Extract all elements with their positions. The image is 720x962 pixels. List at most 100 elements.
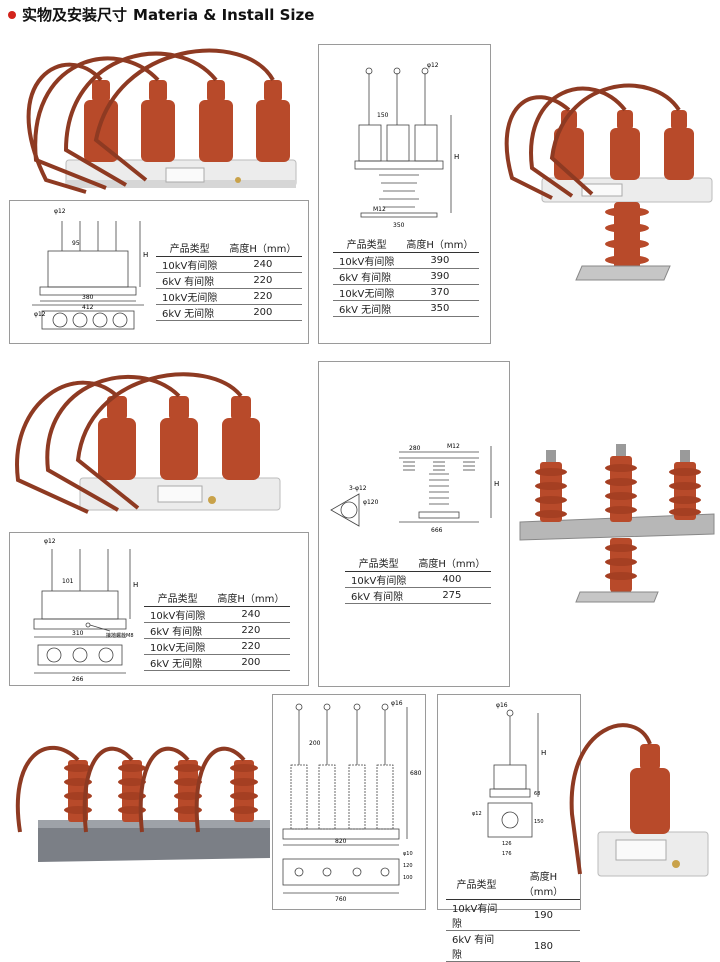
dimension-drawing-6: φ16 H 68 150 126 176 φ12 bbox=[472, 702, 546, 857]
d2-phi: φ12 bbox=[427, 62, 439, 69]
dimension-drawing-2: φ12 150 M12 350 H bbox=[354, 62, 459, 229]
cell-type: 6kV 无间隙 bbox=[156, 304, 224, 321]
dimension-drawing-4: 280 M12 φ120 3-φ12 666 H bbox=[330, 443, 499, 534]
d3-h: H bbox=[133, 581, 138, 589]
d6-h: H bbox=[541, 749, 546, 757]
bullet-icon bbox=[8, 10, 16, 19]
d1-w2: 412 bbox=[82, 304, 94, 311]
product-photo-2 bbox=[504, 83, 713, 281]
cell-height: 220 bbox=[211, 622, 291, 639]
cell-height: 275 bbox=[412, 587, 492, 604]
d4-w: 666 bbox=[431, 527, 443, 534]
d5-w: 820 bbox=[335, 838, 347, 845]
d3-note: 接地螺栓M8 bbox=[106, 632, 134, 639]
cell-type: 10kV有间隙 bbox=[345, 571, 413, 588]
drawing-panel-3: φ12 101 310 266 H 接地螺栓M8 产品类型高度H（mm） 10k… bbox=[9, 532, 309, 686]
d3-phi: φ12 bbox=[44, 538, 56, 545]
product-photo-1 bbox=[26, 48, 297, 194]
cell-type: 6kV 有间隙 bbox=[446, 930, 507, 962]
product-photo-6 bbox=[569, 723, 709, 877]
d4-pitch: 280 bbox=[409, 445, 421, 452]
title-cn: 实物及安装尺寸 bbox=[22, 6, 128, 24]
cell-type: 10kV有间隙 bbox=[333, 252, 401, 269]
d2-pitch: 150 bbox=[377, 112, 389, 119]
d1-h: H bbox=[143, 251, 148, 259]
cell-type: 10kV无间隙 bbox=[144, 638, 212, 655]
col-type: 产品类型 bbox=[156, 239, 224, 257]
col-height: 高度H（mm） bbox=[211, 589, 291, 607]
drawing-panel-5: φ16 200 820 760 680 φ10 120 100 bbox=[272, 694, 426, 910]
cell-type: 6kV 有间隙 bbox=[333, 268, 401, 285]
product-photo-4 bbox=[519, 444, 715, 603]
d2-m: M12 bbox=[373, 206, 386, 213]
d4-h: H bbox=[494, 480, 499, 488]
cell-type: 6kV 无间隙 bbox=[333, 300, 401, 317]
d1-phi: φ12 bbox=[54, 208, 66, 215]
cell-type: 6kV 无间隙 bbox=[144, 654, 212, 671]
cell-height: 220 bbox=[223, 288, 303, 305]
cell-type: 10kV有间隙 bbox=[144, 606, 212, 623]
d3-w: 310 bbox=[72, 630, 84, 637]
col-type: 产品类型 bbox=[446, 867, 507, 900]
drawing-panel-1: φ12 95 380 412 H φ12 产品类型高度H（mm） 10kV有间隙… bbox=[9, 200, 309, 344]
col-type: 产品类型 bbox=[345, 554, 413, 572]
product-photo-5 bbox=[15, 746, 270, 862]
cell-type: 6kV 有间隙 bbox=[345, 587, 413, 604]
d5-w2: 760 bbox=[335, 896, 347, 903]
d5-h: 680 bbox=[410, 770, 422, 777]
d2-w: 350 bbox=[393, 222, 405, 229]
d3-pitch: 101 bbox=[62, 578, 74, 585]
cell-type: 10kV有间隙 bbox=[156, 256, 224, 273]
title-en: Materia & Install Size bbox=[133, 5, 315, 24]
cell-height: 220 bbox=[211, 638, 291, 655]
col-height: 高度H（mm） bbox=[506, 867, 580, 900]
cell-height: 350 bbox=[400, 300, 480, 317]
col-height: 高度H（mm） bbox=[223, 239, 303, 257]
d6-v: 150 bbox=[534, 819, 544, 825]
cell-height: 240 bbox=[211, 606, 291, 623]
cell-type: 10kV无间隙 bbox=[333, 284, 401, 301]
d5-v1: 120 bbox=[403, 863, 413, 869]
d5-pitch: 200 bbox=[309, 740, 321, 747]
d6-phi2: φ12 bbox=[472, 811, 482, 817]
cell-type: 6kV 有间隙 bbox=[144, 622, 212, 639]
cell-height: 190 bbox=[506, 899, 580, 931]
col-height: 高度H（mm） bbox=[412, 554, 492, 572]
d1-w1: 380 bbox=[82, 294, 94, 301]
d6-w3: 176 bbox=[502, 851, 512, 857]
d2-h: H bbox=[454, 153, 459, 161]
cell-type: 6kV 有间隙 bbox=[156, 272, 224, 289]
page-title: 实物及安装尺寸 Materia & Install Size bbox=[8, 4, 314, 25]
d5-v2: 100 bbox=[403, 875, 413, 881]
d1-phi2: φ12 bbox=[34, 311, 46, 318]
col-height: 高度H（mm） bbox=[400, 235, 480, 253]
dimension-drawing-1: φ12 95 380 412 H φ12 bbox=[32, 208, 148, 330]
dimension-drawing-3: φ12 101 310 266 H 接地螺栓M8 bbox=[33, 538, 138, 683]
d4-m: M12 bbox=[447, 443, 460, 450]
d4-phi2: 3-φ12 bbox=[349, 485, 367, 492]
cell-type: 10kV无间隙 bbox=[156, 288, 224, 305]
cell-height: 390 bbox=[400, 252, 480, 269]
col-type: 产品类型 bbox=[333, 235, 401, 253]
cell-height: 220 bbox=[223, 272, 303, 289]
d1-pitch: 95 bbox=[72, 240, 80, 247]
d6-w1: 68 bbox=[534, 791, 540, 797]
drawing-panel-4: 280 M12 φ120 3-φ12 666 H 产品类型高度H（mm） 10k… bbox=[318, 361, 510, 687]
cell-height: 390 bbox=[400, 268, 480, 285]
